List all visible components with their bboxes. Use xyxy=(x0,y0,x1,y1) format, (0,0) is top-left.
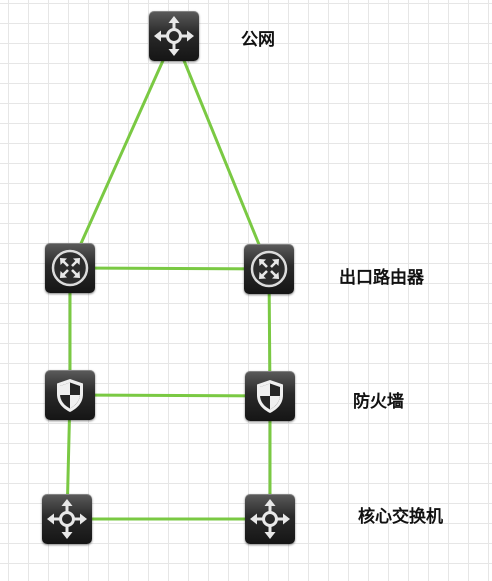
firewall-right-node[interactable] xyxy=(245,371,295,421)
router-left-node[interactable] xyxy=(45,243,95,293)
public-network-node[interactable] xyxy=(149,11,199,61)
core-switches-label: 核心交换机 xyxy=(358,507,443,527)
link-public-network-router-right xyxy=(172,34,271,271)
shield-icon xyxy=(257,380,283,413)
egress-routers-label: 出口路由器 xyxy=(339,268,424,288)
router-icon xyxy=(250,250,288,288)
core-switch-right-node[interactable] xyxy=(245,494,295,544)
link-firewall-left-firewall-right xyxy=(68,393,272,398)
core-switch-left-node[interactable] xyxy=(42,494,92,544)
switch-arrows-icon xyxy=(47,499,87,539)
router-icon xyxy=(51,249,89,287)
shield-icon xyxy=(57,379,83,412)
switch-arrows-icon xyxy=(154,16,194,56)
link-router-left-router-right xyxy=(68,266,271,271)
firewalls-label: 防火墙 xyxy=(353,392,404,412)
link-public-network-router-left xyxy=(68,34,176,270)
switch-arrows-icon xyxy=(250,499,290,539)
router-right-node[interactable] xyxy=(244,244,294,294)
firewall-left-node[interactable] xyxy=(45,370,95,420)
public-network-label: 公网 xyxy=(241,30,275,50)
